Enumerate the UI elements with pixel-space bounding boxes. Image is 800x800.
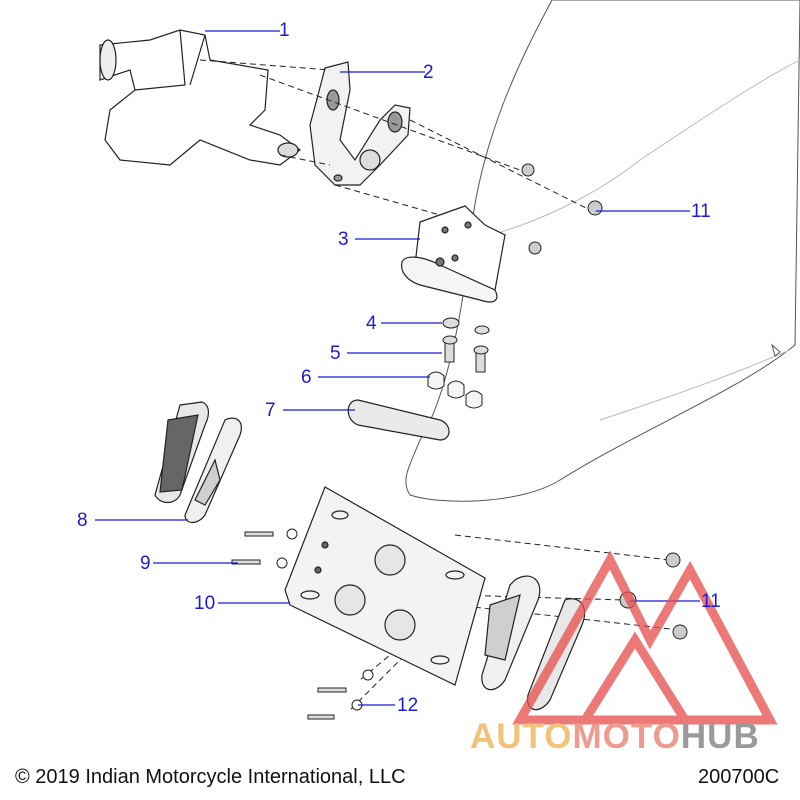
leader-lines (95, 30, 700, 706)
part-11-bolts-upper (521, 163, 603, 255)
part-10-plate-bracket (284, 486, 486, 686)
part-2-plate (309, 61, 411, 186)
part-7-reflector (347, 399, 450, 441)
callout-8: 8 (77, 510, 88, 531)
diagram-code: 200700C (698, 766, 780, 788)
callout-11-lower: 11 (701, 591, 721, 612)
part-5-screws (442, 335, 489, 373)
watermark-hub: HUB (680, 717, 760, 756)
callout-6: 6 (301, 367, 312, 388)
callout-1: 1 (279, 20, 290, 41)
callout-2: 2 (423, 62, 434, 83)
part-3-bracket (400, 205, 506, 303)
rear-fender (405, 0, 800, 502)
watermark-moto: MOTO (572, 717, 681, 756)
part-8-reflector-set (154, 401, 242, 524)
watermark-logo (512, 550, 778, 725)
callout-4: 4 (366, 313, 377, 334)
part-12-washers (307, 669, 374, 720)
watermark-text: AUTOMOTOHUB (470, 717, 760, 757)
part-6-clips (427, 371, 483, 409)
part-9-screws (231, 528, 298, 569)
part-1-mount (99, 29, 301, 166)
callout-9: 9 (140, 553, 151, 574)
callout-5: 5 (330, 343, 341, 364)
watermark-auto: AUTO (470, 717, 573, 756)
callout-3: 3 (338, 229, 349, 250)
callout-12: 12 (397, 695, 419, 716)
part-4-bushing (442, 317, 490, 335)
callout-7: 7 (265, 400, 276, 421)
callout-10: 10 (194, 593, 216, 614)
callout-11-upper: 11 (691, 201, 711, 222)
copyright-text: © 2019 Indian Motorcycle International, … (15, 766, 406, 788)
